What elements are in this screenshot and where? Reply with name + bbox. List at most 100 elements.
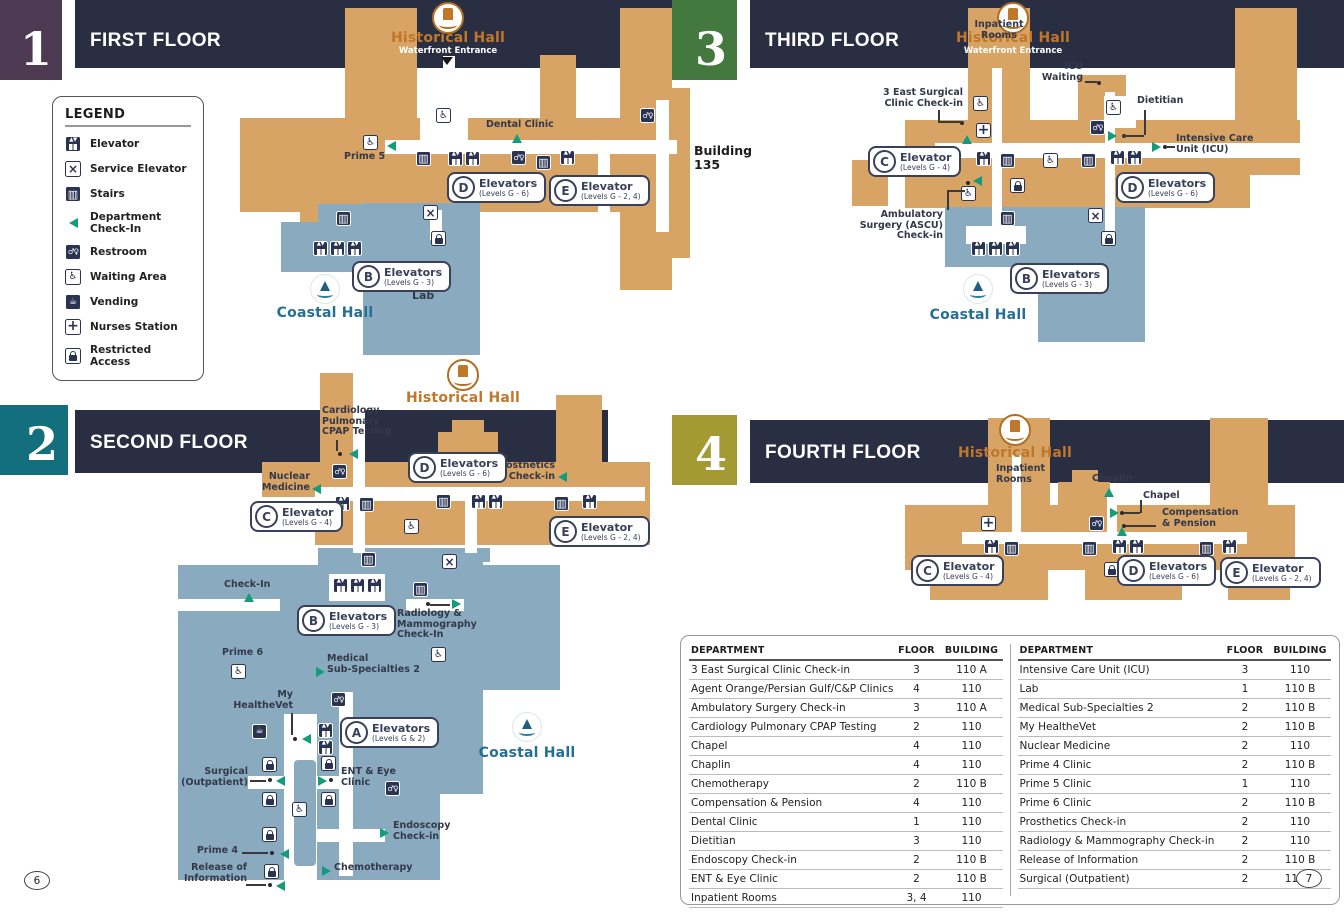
department-check-in-icon [558, 472, 567, 482]
department-cell: Prime 4 Clinic [1017, 755, 1221, 775]
waiting-area-icon: ♿ [961, 186, 976, 201]
elevator-icon: ▲▼ [65, 136, 81, 152]
corridor [353, 373, 365, 553]
directory-header: DEPARTMENT [689, 642, 893, 661]
department-cell: Chapel [689, 736, 893, 756]
connector-line [1126, 525, 1156, 527]
connector-dot [426, 602, 430, 606]
elevator-letter: A [345, 721, 368, 744]
building-shape [540, 55, 576, 120]
callout-title: Elevators [479, 176, 538, 190]
corridor [1105, 92, 1115, 238]
waiting-area-icon: ♿ [231, 664, 246, 679]
department-cell: ENT & Eye Clinic [689, 869, 893, 889]
elevator-letter: D [1121, 176, 1144, 199]
floor-cell: 4 [892, 793, 941, 813]
callout-title: Elevators [440, 456, 499, 470]
legend-item: ♿Waiting Area [65, 269, 191, 285]
floor-cell: 2 [1221, 698, 1269, 718]
elevator-letter: E [1225, 561, 1248, 584]
connector-dot [1120, 511, 1124, 515]
callout-title: Elevators [384, 265, 443, 279]
department-check-in-icon [276, 776, 285, 786]
restroom-icon: ♂♀ [385, 781, 400, 796]
floor-cell: 2 [892, 869, 941, 889]
building-cell: 110 [940, 812, 1003, 832]
legend-item-label: Stairs [90, 188, 125, 200]
callout-levels: (Levels G - 2, 4) [581, 532, 641, 542]
map-label: My HealtheVet [233, 689, 293, 711]
floor-cell: 1 [1221, 679, 1269, 699]
floor-number-tile: 2 [0, 405, 68, 475]
callout-levels: (Levels G - 4) [943, 571, 993, 581]
department-cell: Surgical (Outpatient) [1017, 869, 1221, 889]
restroom-icon: ♂♀ [65, 244, 81, 260]
department-check-in-icon [973, 176, 982, 186]
building-cell: 110 [1269, 812, 1331, 832]
legend-item: ♂♀Restroom [65, 244, 191, 260]
stairs-icon: ▥ [413, 582, 428, 597]
connector-dot [1122, 524, 1126, 528]
elevator-letter: D [413, 456, 436, 479]
vending-icon: ☕ [65, 294, 81, 310]
service-elevator-icon: × [423, 205, 438, 220]
department-check-in-icon [1152, 142, 1161, 152]
legend-item-label: Waiting Area [90, 271, 167, 283]
directory-divider [1009, 644, 1011, 896]
callout-levels: (Levels G & 2) [372, 733, 426, 743]
elevator-icon: ▲▼ [330, 241, 345, 256]
elevator-icon: ▲▼ [488, 494, 503, 509]
corridor [443, 56, 455, 96]
connector-dot [293, 737, 297, 741]
restricted-access-icon [321, 756, 336, 771]
building-cell: 110 [940, 679, 1003, 699]
department-cell: Release of Information [1017, 850, 1221, 870]
elevator-icon: ▲▼ [333, 578, 348, 593]
floor-cell: 2 [1221, 869, 1269, 889]
department-cell: Lab [1017, 679, 1221, 699]
floor-cell: 3 [892, 698, 941, 718]
building-cell: 110 [1269, 831, 1331, 851]
map-label: Dietitian [1137, 95, 1184, 106]
historical-hall-logo [447, 359, 479, 391]
stairs-icon: ▥ [536, 155, 551, 170]
coastal-hall-logo [512, 712, 542, 742]
restroom-icon: ♂♀ [511, 150, 526, 165]
restricted-access-icon [65, 348, 81, 364]
department-check-in-icon [65, 215, 81, 231]
building-cell: 110 A [940, 660, 1003, 680]
map-label: Chapel [1143, 490, 1180, 501]
map-label: Building 135 [694, 143, 753, 173]
elevator-letter: B [302, 609, 325, 632]
department-check-in-icon [316, 667, 325, 677]
map-label: Coastal Hall [276, 305, 374, 321]
connector-dot [268, 883, 272, 887]
department-cell: Prime 5 Clinic [1017, 774, 1221, 794]
building-cell: 110 A [940, 698, 1003, 718]
department-cell: Dental Clinic [689, 812, 893, 832]
restricted-access-icon [65, 348, 81, 364]
map-label: Compensation & Pension [1162, 507, 1239, 529]
map-label: Prime 5 [344, 151, 386, 162]
department-cell: Ambulatory Surgery Check-in [689, 698, 893, 718]
page-number-left: 6 [24, 871, 50, 890]
service-elevator-icon: × [65, 161, 81, 177]
waiting-area-icon: ♿ [1106, 100, 1121, 115]
map-label: Lab [412, 289, 435, 302]
elevator-icon: ▲▼ [471, 494, 486, 509]
directory-header: DEPARTMENT [1017, 642, 1221, 661]
department-check-in-icon [1104, 488, 1114, 497]
